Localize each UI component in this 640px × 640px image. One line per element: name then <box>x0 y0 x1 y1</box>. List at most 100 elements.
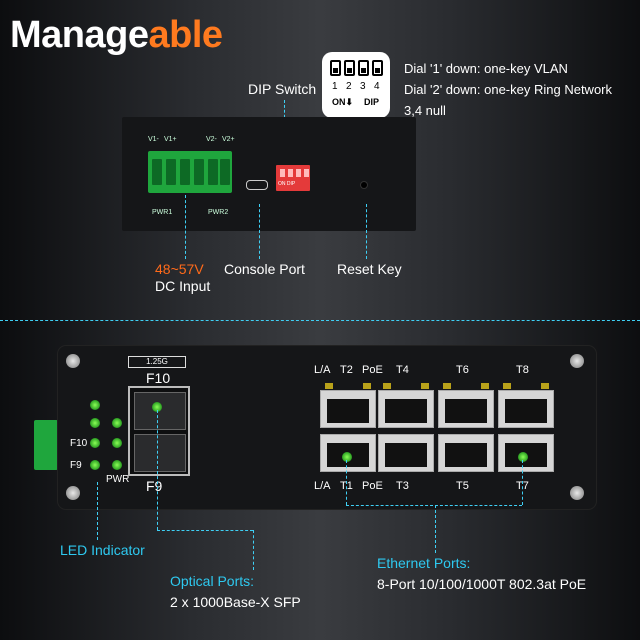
led-label-f9: F9 <box>70 460 82 471</box>
screw-icon <box>66 354 80 368</box>
sfp-port-f9[interactable] <box>134 434 186 472</box>
dip-switch-3 <box>358 60 369 76</box>
dip-switch-2 <box>344 60 355 76</box>
side-terminal-block <box>34 420 58 470</box>
port-label-bottom: PoE <box>362 480 383 492</box>
led-icon <box>112 438 122 448</box>
v-label: V1+ <box>164 136 177 143</box>
dip-slider <box>296 169 301 177</box>
sfp-cage <box>128 386 190 476</box>
led-icon <box>112 460 122 470</box>
led-indicator-label: LED Indicator <box>60 542 145 558</box>
port-led-icon <box>518 452 528 462</box>
port-label-top: T4 <box>396 364 409 376</box>
port-label-top: L/A <box>314 364 331 376</box>
sfp-led-icon <box>152 402 162 412</box>
port-label-bottom: T3 <box>396 480 409 492</box>
dip-note-3: 3,4 null <box>404 103 446 118</box>
arrow-down-icon: ⬇ <box>345 97 354 107</box>
sfp-label-f9: F9 <box>146 478 163 494</box>
dip-slider <box>280 169 285 177</box>
ethernet-ports-desc: 8-Port 10/100/1000T 802.3at PoE <box>377 576 587 592</box>
port-label-top: PoE <box>362 364 383 376</box>
terminal-pin <box>194 159 204 185</box>
dip-switch-1 <box>330 60 341 76</box>
optical-ports-desc: 2 x 1000Base-X SFP <box>170 594 301 610</box>
title-part-1: Manage <box>10 14 149 56</box>
dip-dip-label: DIP <box>364 97 380 107</box>
led-icon <box>90 400 100 410</box>
section-divider <box>0 320 640 321</box>
screw-icon <box>66 486 80 500</box>
ethernet-port-t3[interactable] <box>378 434 434 472</box>
screw-icon <box>570 354 584 368</box>
dip-switch-4 <box>372 60 383 76</box>
terminal-pin <box>166 159 176 185</box>
console-port[interactable] <box>246 180 268 190</box>
voltage-label: 48~57V <box>155 261 204 277</box>
dip-on-text: ON <box>332 97 346 107</box>
dip-switch-diagram: 1 2 3 4 ON⬇ DIP <box>322 52 390 118</box>
screw-icon <box>570 486 584 500</box>
port-label-top: T2 <box>340 364 353 376</box>
dip-switch-label: DIP Switch <box>248 81 317 97</box>
port-label-top: T8 <box>516 364 529 376</box>
led-icon <box>90 438 100 448</box>
terminal-pin <box>180 159 190 185</box>
dip-slider <box>288 169 293 177</box>
led-label-pwr: PWR <box>106 474 130 485</box>
ethernet-callout-line-d <box>435 505 436 553</box>
led-icon <box>90 460 100 470</box>
pwr-label: PWR2 <box>208 209 229 216</box>
sfp-label-f10: F10 <box>146 370 171 386</box>
port-led-icon <box>342 452 352 462</box>
sfp-speed-tag: 1.25G <box>128 356 186 368</box>
optical-ports-title: Optical Ports: <box>170 573 255 589</box>
ethernet-callout-line-a <box>346 460 347 505</box>
dip-on-label: ON⬇ <box>332 97 353 108</box>
pwr-label: PWR1 <box>152 209 173 216</box>
terminal-pin <box>208 159 218 185</box>
led-icon <box>112 418 122 428</box>
dip-switch-hardware[interactable]: ON DIP <box>276 165 310 191</box>
page-title: Manageable <box>10 14 223 57</box>
ethernet-ports-title: Ethernet Ports: <box>377 555 471 571</box>
optical-callout-line-a <box>157 410 158 530</box>
led-label-f10: F10 <box>70 438 88 449</box>
ethernet-port-t4[interactable] <box>378 383 434 428</box>
reset-button[interactable] <box>361 182 367 188</box>
port-label-bottom: L/A <box>314 480 331 492</box>
terminal-pin <box>152 159 162 185</box>
front-panel: F10 F9 PWR 1.25G F10 F9 L/A T2 PoE T4 T6… <box>58 346 596 509</box>
v-label: V1- <box>148 136 159 143</box>
ethernet-port-t6[interactable] <box>438 383 494 428</box>
ethernet-callout-line-c <box>346 505 522 506</box>
dip-note-2: Dial '2' down: one-key Ring Network <box>404 82 612 97</box>
reset-key-label: Reset Key <box>337 261 402 277</box>
led-icon <box>90 418 100 428</box>
dip-note-1: Dial '1' down: one-key VLAN <box>404 61 568 76</box>
dip-number: 3 <box>360 81 366 92</box>
title-part-2: able <box>148 14 223 56</box>
dip-small-sub: ON DIP <box>278 181 296 187</box>
power-terminal-block <box>148 151 232 193</box>
optical-callout-line-c <box>253 530 254 570</box>
ethernet-port-t5[interactable] <box>438 434 494 472</box>
v-label: V2+ <box>222 136 235 143</box>
reset-callout-line <box>366 204 367 259</box>
optical-callout-line-b <box>157 530 253 531</box>
ethernet-port-t8[interactable] <box>498 383 554 428</box>
led-callout-line <box>97 482 98 540</box>
terminal-pin <box>220 159 230 185</box>
dc-callout-line <box>185 195 186 259</box>
dip-slider <box>304 169 309 177</box>
dc-input-label: DC Input <box>155 278 211 294</box>
console-port-label: Console Port <box>224 261 305 277</box>
v-label: V2- <box>206 136 217 143</box>
ethernet-port-t2[interactable] <box>320 383 376 428</box>
top-panel: V1- V1+ V2- V2+ PWR1 PWR2 ON DIP <box>122 117 416 231</box>
dip-number: 4 <box>374 81 380 92</box>
port-label-bottom: T5 <box>456 480 469 492</box>
port-label-top: T6 <box>456 364 469 376</box>
console-callout-line <box>259 204 260 259</box>
